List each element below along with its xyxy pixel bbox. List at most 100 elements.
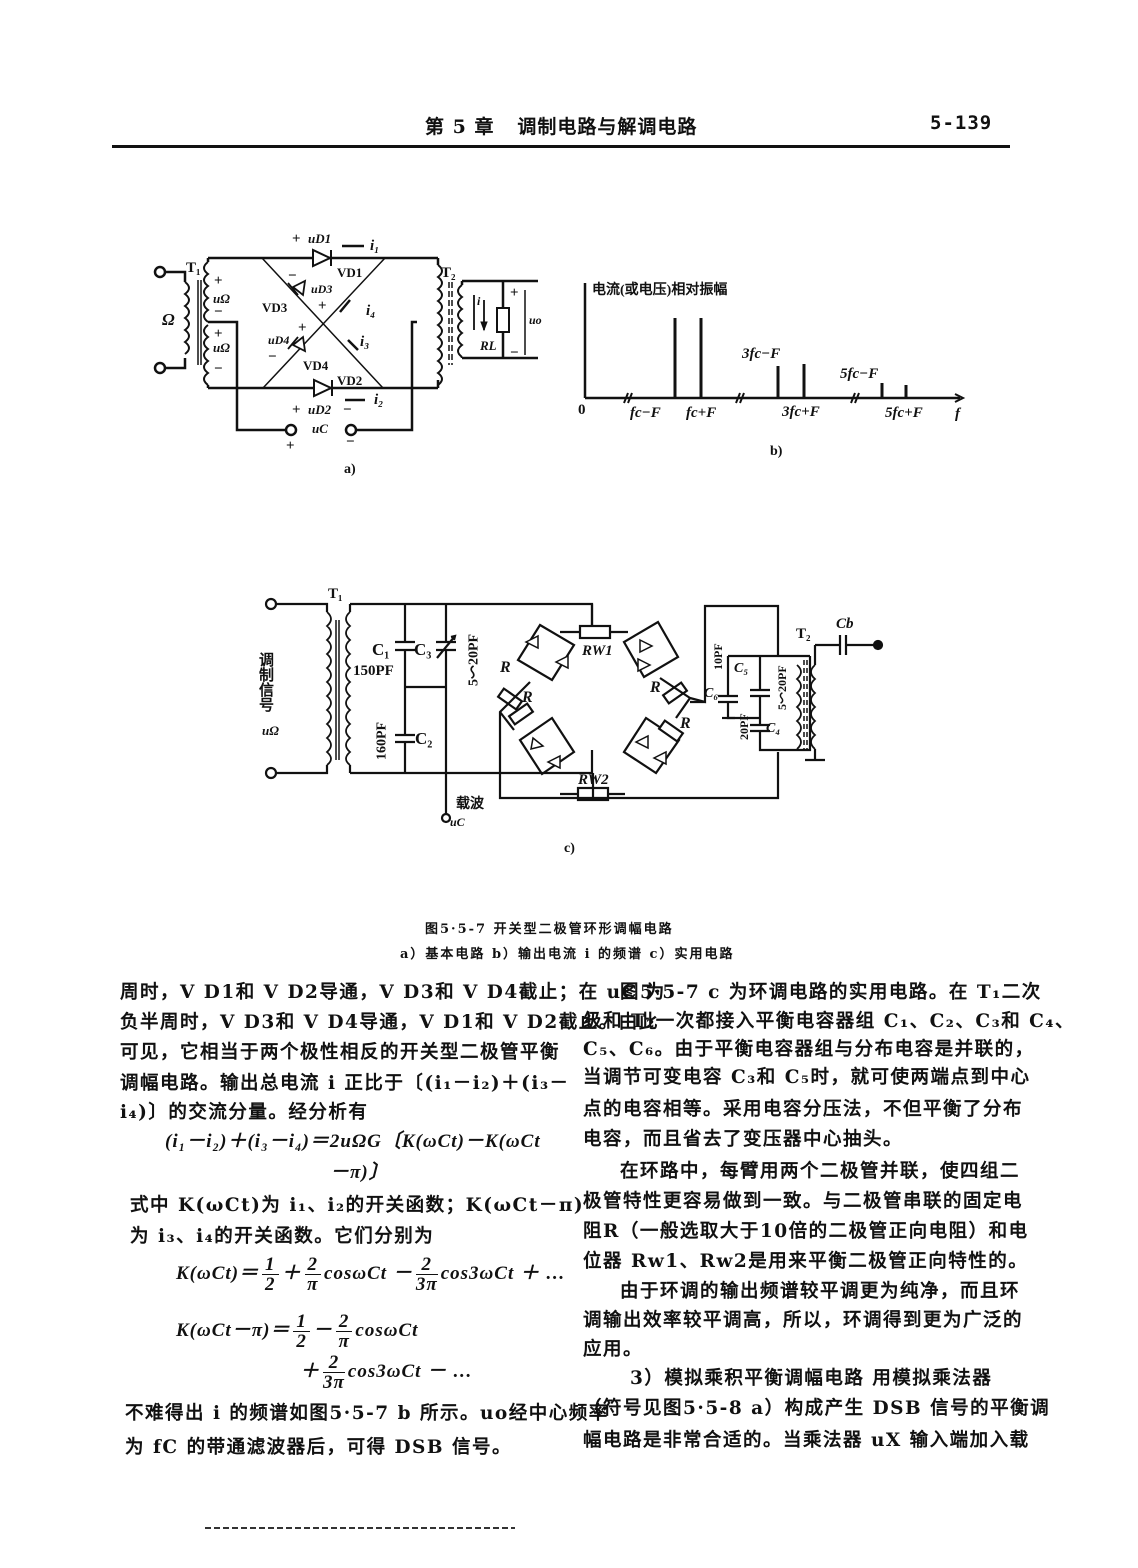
den: π bbox=[338, 1331, 350, 1352]
sign: − bbox=[268, 349, 277, 365]
label-uc: uC bbox=[312, 421, 328, 436]
label-i4: i₄ bbox=[366, 303, 375, 319]
label-ud2: uD2 bbox=[308, 402, 332, 417]
op: ＋ bbox=[281, 1262, 302, 1284]
label-r: R bbox=[649, 679, 661, 696]
t2-primary-coil bbox=[795, 664, 802, 750]
label-c3-value: 5～20PF bbox=[467, 634, 482, 686]
t2-secondary-coil bbox=[810, 664, 817, 750]
t1-secondary-coil bbox=[345, 611, 352, 766]
tick-label: 5fc+F bbox=[885, 405, 923, 421]
label-c5: C₅ bbox=[734, 661, 748, 676]
num: 1 bbox=[262, 1255, 279, 1275]
sign: − bbox=[346, 434, 355, 450]
sign: + bbox=[292, 402, 301, 418]
label-rw2: RW2 bbox=[577, 772, 609, 788]
equation-1-cont: －π)〕 bbox=[330, 1162, 389, 1183]
body-line: C₅、C₆。由于平衡电容器组与分布电容是并联的， bbox=[583, 1039, 1035, 1060]
section-heading: 3）模拟乘积平衡调幅电路 用模拟乘法器 bbox=[630, 1368, 993, 1389]
figure-c-practical-circuit: T₁ 调制信号 uΩ C₁ 150PF C₃ 5～20PF 160PF C₂ 载… bbox=[257, 586, 884, 856]
spectral-line bbox=[776, 364, 806, 398]
t2-primary-coil bbox=[436, 264, 443, 386]
label-rw1: RW1 bbox=[581, 643, 613, 659]
label-c4: C₄ bbox=[766, 721, 780, 736]
tick-label: 5fc−F bbox=[840, 366, 878, 382]
label-t2: T₂ bbox=[441, 265, 456, 281]
body-line: 当调节可变电容 C₃和 C₅时，就可使两端点到中心 bbox=[583, 1067, 1031, 1088]
label-uc: uC bbox=[450, 815, 466, 829]
label-ud4: uD4 bbox=[268, 333, 289, 347]
origin-label: 0 bbox=[578, 402, 586, 418]
body-line: i₄)〕的交流分量。经分析有 bbox=[120, 1102, 369, 1123]
resistor-r bbox=[507, 702, 535, 726]
label-c6: C₆ bbox=[704, 686, 718, 701]
label-20pf: 20PF bbox=[737, 713, 751, 740]
body-line: 在环路中，每臂用两个二极管并联，使四组二 bbox=[620, 1161, 1021, 1182]
chapter-title: 调制电路与解调电路 bbox=[517, 116, 698, 138]
body-line: 式中 K(ωCt)为 i₁、i₂的开关函数；K(ωCt－π) bbox=[130, 1195, 585, 1216]
sign: + bbox=[298, 320, 307, 336]
sign: − bbox=[214, 361, 223, 377]
y-axis-label: 电流(或电压)相对振幅 bbox=[592, 281, 727, 298]
num: 2 bbox=[415, 1255, 438, 1275]
diode-vd4 bbox=[287, 335, 307, 353]
label-c4-value: 5～20PF bbox=[775, 665, 789, 710]
spectral-line bbox=[880, 383, 908, 398]
chapter-number: 第 5 章 bbox=[425, 116, 495, 138]
term: cosωCt － bbox=[324, 1262, 413, 1284]
x-axis-label: f bbox=[955, 406, 962, 422]
label-vd3: VD3 bbox=[262, 300, 288, 315]
label-r: R bbox=[499, 659, 511, 676]
label-vd4: VD4 bbox=[303, 358, 329, 373]
sign: + bbox=[318, 298, 327, 314]
diode-vd1 bbox=[312, 248, 333, 268]
label-c6-value: 10PF bbox=[711, 643, 725, 670]
diode-pair bbox=[518, 716, 576, 776]
label-c2: C₂ bbox=[415, 729, 432, 748]
label-u-omega-1: uΩ bbox=[213, 291, 230, 306]
body-line: 为 i₃、i₄的开关函数。它们分别为 bbox=[130, 1226, 435, 1247]
label-u-omega-2: uΩ bbox=[213, 340, 230, 355]
label-c1: C₁ bbox=[372, 640, 389, 659]
diode-vd2 bbox=[313, 378, 334, 398]
label-uo: uo bbox=[529, 313, 542, 327]
op: － bbox=[312, 1319, 333, 1341]
body-line: 为 fC 的带通滤波器后，可得 DSB 信号。 bbox=[125, 1437, 512, 1458]
num: 2 bbox=[335, 1312, 353, 1332]
label-u-omega: uΩ bbox=[262, 723, 279, 738]
label-rl: RL bbox=[479, 338, 497, 353]
figure-b-label: b) bbox=[770, 444, 783, 459]
num: 1 bbox=[293, 1312, 310, 1332]
equation-1: (i₁－i₂)＋(i₃－i₄)＝2uΩG〔K(ωCt)－K(ωCt bbox=[165, 1131, 541, 1152]
label-omega: Ω bbox=[162, 310, 175, 329]
body-line: 可见，它相当于两个极性相反的开关型二极管平衡 bbox=[120, 1042, 561, 1063]
body-line: 负半周时，V D3和 V D4导通，V D1和 V D2截止。由此 bbox=[120, 1012, 659, 1033]
label-c2-value: 160PF bbox=[375, 722, 390, 760]
figure-a-basic-circuit: T₁ T₂ Ω + − uΩ + uΩ − + uD1 i₁ VD1 − uD3… bbox=[153, 231, 542, 477]
label-i: i bbox=[477, 294, 481, 308]
body-line: 周时，V D1和 V D2导通，V D3和 V D4截止；在 uC 为 bbox=[120, 982, 666, 1003]
eq-lhs: K(ωCt－π)＝ bbox=[176, 1319, 291, 1341]
resistor-r bbox=[496, 687, 524, 711]
body-line: 调输出效率较平调高，所以，环调得到更为广泛的 bbox=[583, 1310, 1024, 1331]
label-r: R bbox=[679, 715, 691, 732]
rw1-potentiometer bbox=[578, 624, 612, 640]
resistor-r bbox=[657, 719, 685, 743]
num: 2 bbox=[323, 1353, 345, 1373]
figure-subcaption: a）基本电路 b）输出电流 i 的频谱 c）实用电路 bbox=[400, 947, 735, 962]
sign: + bbox=[214, 273, 223, 289]
tick-label: fc+F bbox=[686, 405, 716, 421]
label-ud3: uD3 bbox=[311, 282, 332, 296]
body-line: 调幅电路。输出总电流 i 正比于〔(i₁－i₂)＋(i₃－ bbox=[120, 1073, 570, 1094]
sign: − bbox=[288, 268, 297, 284]
label-t1: T₁ bbox=[328, 586, 343, 602]
spectral-line bbox=[673, 318, 703, 398]
body-line: （符号见图5·5-8 a）构成产生 DSB 信号的平衡调 bbox=[583, 1398, 1051, 1419]
